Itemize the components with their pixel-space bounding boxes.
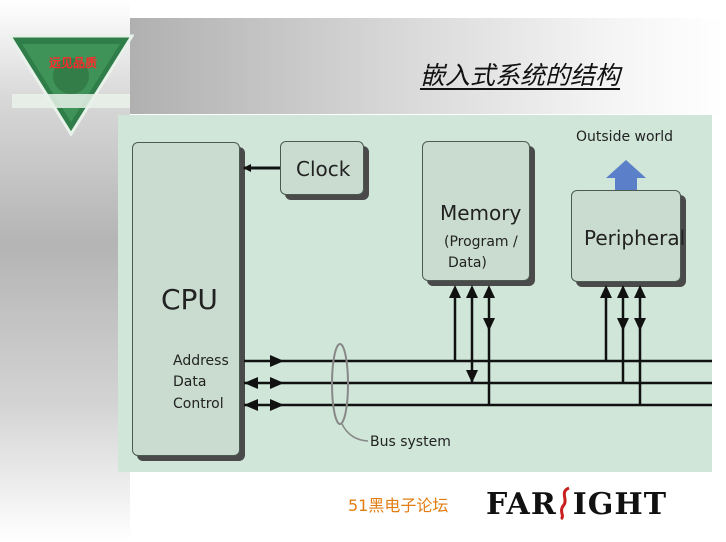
slide-title: 嵌入式系统的结构 xyxy=(420,61,621,90)
memory-sub2-label: Data) xyxy=(448,255,487,271)
memory-label: Memory xyxy=(440,201,522,225)
logo-triangle-icon xyxy=(8,34,134,136)
cpu-data-label: Data xyxy=(173,374,207,390)
farsight-s-icon xyxy=(559,486,570,521)
control-arrow-left xyxy=(244,399,258,411)
memory-sub1-label: (Program / xyxy=(444,234,518,250)
bus-system-ellipse xyxy=(331,343,349,425)
cpu-box xyxy=(132,142,240,456)
top-gradient-band xyxy=(130,18,726,114)
clock-label: Clock xyxy=(296,157,351,181)
forum-text: 51黑电子论坛 xyxy=(348,496,449,515)
farsight-right: IGHT xyxy=(572,487,668,522)
farsight-left: FAR xyxy=(486,487,557,522)
outside-world-label: Outside world xyxy=(576,129,674,145)
cpu-label: CPU xyxy=(161,283,218,316)
memory-box xyxy=(422,141,530,281)
farsight-logo: FAR IGHT xyxy=(486,486,667,522)
logo-text: 远见品质 xyxy=(48,56,97,70)
address-arrow-right xyxy=(270,355,284,367)
clock-box xyxy=(280,141,364,195)
outside-world-arrow-icon xyxy=(606,160,646,190)
bus-system-label: Bus system xyxy=(370,434,451,450)
peripheral-label: Peripheral xyxy=(584,226,686,250)
data-arrow-left xyxy=(244,377,258,389)
cpu-address-label: Address xyxy=(173,353,229,369)
data-arrow-right xyxy=(270,377,284,389)
control-arrow-right xyxy=(270,399,284,411)
peripheral-box xyxy=(571,190,681,282)
cpu-control-label: Control xyxy=(173,396,224,412)
